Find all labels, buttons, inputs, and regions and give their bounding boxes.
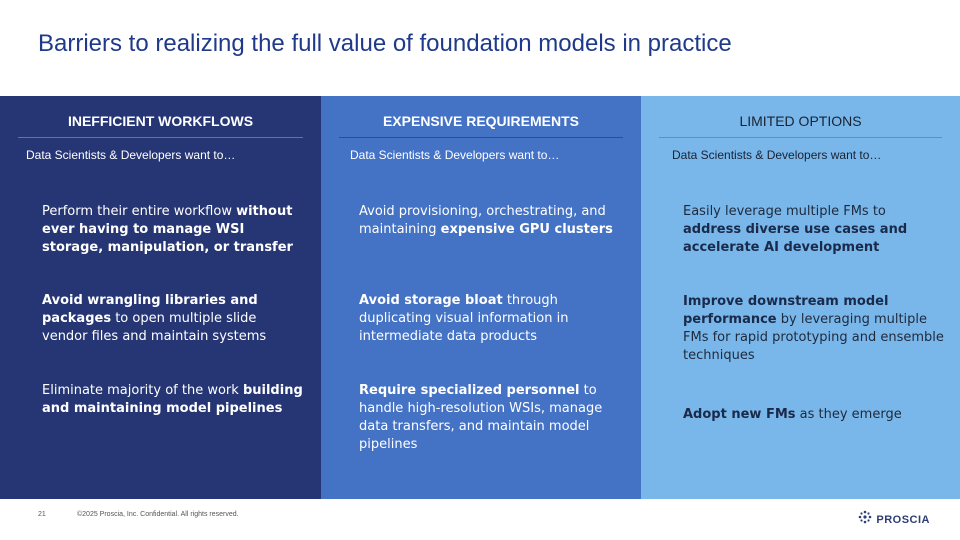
bullet-item: Improve downstream model performance by … (683, 293, 945, 365)
bullet-item: Adopt new FMs as they emerge (683, 406, 945, 424)
bullet-item: Eliminate majority of the work building … (42, 382, 304, 418)
bullet-text: through duplicating visual information i… (359, 293, 569, 344)
bullet-text: as they emerge (795, 407, 902, 422)
bullet-text: by leveraging multiple FMs for rapid pro… (683, 312, 944, 363)
column-subheading: Data Scientists & Developers want to… (672, 148, 882, 162)
bullet-text: Avoid provisioning, orchestrating, and m… (359, 204, 606, 237)
bullet-item: Easily leverage multiple FMs to address … (683, 203, 945, 257)
logo-text: PROSCIA (876, 513, 930, 526)
bullet-item: Require specialized personnel to handle … (359, 382, 621, 454)
column-heading: LIMITED OPTIONS (659, 113, 942, 138)
column-heading: INEFFICIENT WORKFLOWS (18, 113, 303, 138)
bullet-bold-text: Require specialized personnel (359, 383, 580, 398)
column-subheading: Data Scientists & Developers want to… (350, 148, 560, 162)
column-heading: EXPENSIVE REQUIREMENTS (339, 113, 623, 138)
bullet-text: to handle high-resolution WSIs, manage d… (359, 383, 603, 452)
bullet-text: Eliminate majority of the work (42, 383, 243, 398)
bullet-item: Avoid provisioning, orchestrating, and m… (359, 203, 621, 239)
bullet-text: to open multiple slide vendor files and … (42, 311, 267, 344)
proscia-logo-icon (858, 510, 872, 529)
column-inefficient-workflows: INEFFICIENT WORKFLOWS Data Scientists & … (0, 96, 321, 499)
column-expensive-requirements: EXPENSIVE REQUIREMENTS Data Scientists &… (321, 96, 641, 499)
column-subheading: Data Scientists & Developers want to… (26, 148, 236, 162)
bullet-bold-text: without ever having to manage WSI storag… (42, 204, 293, 255)
bullet-bold-text: Avoid storage bloat (359, 293, 503, 308)
slide-title: Barriers to realizing the full value of … (38, 30, 732, 57)
bullet-text: Easily leverage multiple FMs to (683, 204, 886, 219)
bullet-item: Avoid wrangling libraries and packages t… (42, 292, 304, 346)
bullet-bold-text: building and maintaining model pipelines (42, 383, 303, 416)
bullet-bold-text: expensive GPU clusters (440, 222, 613, 237)
bullet-item: Avoid storage bloat through duplicating … (359, 292, 621, 346)
bullet-item: Perform their entire workflow without ev… (42, 203, 304, 257)
bullet-bold-text: Avoid wrangling libraries and packages (42, 293, 258, 326)
bullet-bold-text: Improve downstream model performance (683, 294, 889, 327)
page-number: 21 (38, 511, 46, 518)
copyright-notice: ©2025 Proscia, Inc. Confidential. All ri… (77, 511, 239, 518)
column-limited-options: LIMITED OPTIONS Data Scientists & Develo… (641, 96, 960, 499)
bullet-text: Perform their entire workflow (42, 204, 237, 219)
bullet-bold-text: Adopt new FMs (683, 407, 796, 422)
bullet-bold-text: address diverse use cases and accelerate… (683, 222, 908, 255)
proscia-logo: PROSCIA (858, 510, 930, 529)
